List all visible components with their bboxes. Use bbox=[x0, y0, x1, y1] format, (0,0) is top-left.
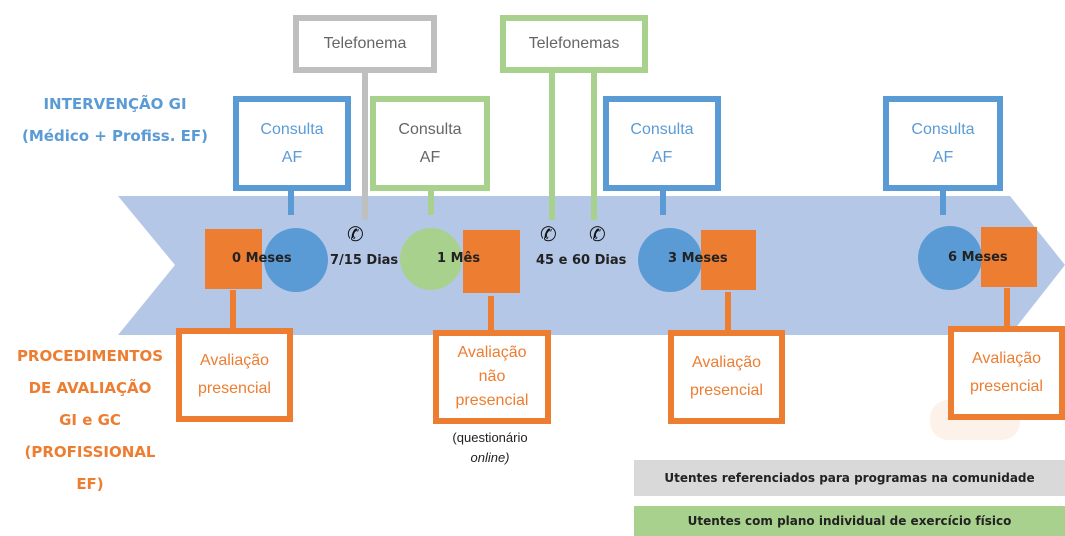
avaliacao-presencial-box-1: Avaliação presencial bbox=[176, 328, 293, 422]
legend-green: Utentes com plano individual de exercíci… bbox=[634, 506, 1065, 536]
legend-gray: Utentes referenciados para programas na … bbox=[634, 460, 1065, 496]
consulta-af-box-3: Consulta AF bbox=[603, 96, 721, 191]
proc-line-5: EF) bbox=[76, 475, 104, 493]
af-label: AF bbox=[419, 148, 441, 166]
connector-telefonema bbox=[362, 70, 368, 220]
connector-consulta-3 bbox=[660, 187, 666, 215]
phone-icon: ✆ bbox=[589, 224, 606, 246]
consulta-label: Consulta bbox=[398, 120, 462, 138]
procedures-label: PROCEDIMENTOS DE AVALIAÇÃO GI e GC (PROF… bbox=[5, 340, 175, 500]
af-label: AF bbox=[281, 148, 303, 166]
avaliacao-label: Avaliação bbox=[457, 344, 527, 361]
avaliacao-marker-1 bbox=[463, 230, 520, 293]
milestone-7-15-dias: 7/15 Dias bbox=[330, 253, 399, 268]
consulta-label: Consulta bbox=[630, 120, 694, 138]
consulta-marker-1 bbox=[400, 228, 462, 290]
consulta-af-box-2: Consulta AF bbox=[370, 96, 490, 191]
avaliacao-marker-6 bbox=[981, 227, 1037, 287]
connector-avaliacao-4 bbox=[1004, 288, 1010, 333]
connector-consulta-1 bbox=[288, 187, 294, 215]
milestone-6-meses: 6 Meses bbox=[948, 250, 1008, 265]
consulta-marker-6 bbox=[918, 226, 982, 290]
proc-line-1: PROCEDIMENTOS bbox=[16, 347, 164, 365]
presencial-label: presencial bbox=[970, 378, 1043, 395]
telefonema-box: Telefonema bbox=[293, 15, 437, 73]
avaliacao-label: Avaliação bbox=[691, 354, 762, 371]
avaliacao-nao-presencial-box: Avaliação não presencial bbox=[433, 330, 551, 424]
telefonemas-box: Telefonemas bbox=[500, 15, 648, 73]
telefonemas-label: Telefonemas bbox=[528, 35, 620, 52]
af-label: AF bbox=[932, 148, 954, 166]
milestone-1-mes: 1 Mês bbox=[437, 251, 481, 266]
consulta-af-box-1: Consulta AF bbox=[233, 96, 351, 191]
intervention-gi-label: INTERVENÇÃO GI (Médico + Profiss. EF) bbox=[5, 88, 225, 152]
gi-title: INTERVENÇÃO GI bbox=[43, 95, 187, 113]
avaliacao-label: Avaliação bbox=[199, 352, 270, 369]
af-label: AF bbox=[651, 148, 673, 166]
connector-consulta-2 bbox=[428, 187, 434, 215]
avaliacao-marker-0 bbox=[205, 229, 262, 289]
milestone-0-meses: 0 Meses bbox=[232, 251, 292, 266]
telefonema-label: Telefonema bbox=[323, 35, 407, 52]
nao-label: não bbox=[478, 368, 506, 385]
proc-line-3: GI e GC bbox=[59, 411, 121, 429]
connector-telefonemas-a bbox=[549, 70, 555, 220]
connector-avaliacao-1 bbox=[230, 290, 236, 335]
presencial-label: presencial bbox=[690, 382, 763, 399]
connector-consulta-4 bbox=[940, 187, 946, 215]
avaliacao-presencial-box-3: Avaliação presencial bbox=[668, 330, 785, 424]
consulta-label: Consulta bbox=[260, 120, 324, 138]
phone-icon: ✆ bbox=[347, 224, 364, 246]
presencial-label: presencial bbox=[198, 380, 271, 397]
connector-avaliacao-3 bbox=[725, 292, 731, 337]
consulta-marker-0 bbox=[264, 228, 328, 292]
avaliacao-marker-3 bbox=[701, 230, 756, 290]
connector-telefonemas-b bbox=[591, 70, 597, 220]
consulta-label: Consulta bbox=[911, 120, 975, 138]
questionario-note: (questionário online) bbox=[425, 428, 555, 468]
phone-icon: ✆ bbox=[540, 224, 557, 246]
proc-line-2: DE AVALIAÇÃO bbox=[28, 379, 152, 397]
presencial-label: presencial bbox=[455, 392, 529, 409]
proc-line-4: (PROFISSIONAL bbox=[24, 443, 156, 461]
avaliacao-presencial-box-4: Avaliação presencial bbox=[948, 326, 1065, 420]
milestone-45-60-dias: 45 e 60 Dias bbox=[536, 253, 627, 268]
legend-gray-text: Utentes referenciados para programas na … bbox=[664, 471, 1035, 485]
consulta-af-box-4: Consulta AF bbox=[883, 96, 1003, 191]
milestone-3-meses: 3 Meses bbox=[668, 251, 728, 266]
legend-green-text: Utentes com plano individual de exercíci… bbox=[687, 514, 1012, 528]
note-line-2: online) bbox=[470, 450, 510, 465]
gi-subtitle: (Médico + Profiss. EF) bbox=[22, 127, 208, 145]
note-line-1: (questionário bbox=[452, 430, 528, 445]
connector-avaliacao-2 bbox=[488, 296, 494, 336]
consulta-marker-3 bbox=[638, 228, 702, 292]
avaliacao-label: Avaliação bbox=[971, 350, 1042, 367]
